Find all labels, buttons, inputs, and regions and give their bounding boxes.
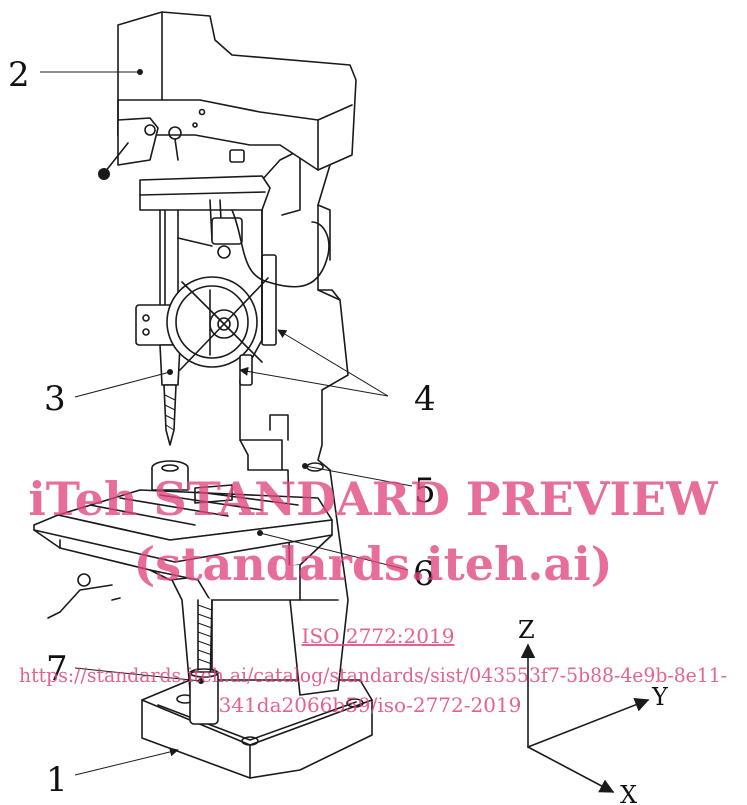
- watermark-url1: https://standards.iteh.ai/catalog/standa…: [19, 663, 727, 687]
- callout-7: 7: [46, 649, 68, 689]
- watermark-line1: iTeh STANDARD PREVIEW: [28, 472, 719, 526]
- axis-triad: Z Y X: [518, 616, 669, 805]
- axis-x-label: X: [620, 781, 637, 805]
- feed-handwheel: [166, 276, 269, 386]
- callout-2: 2: [8, 55, 30, 95]
- watermark: iTeh STANDARD PREVIEW (standards.iteh.ai…: [19, 472, 727, 717]
- watermark-url2: 341da2066b59/iso-2772-2019: [219, 693, 522, 717]
- watermark-iso: ISO 2772:2019: [302, 624, 455, 648]
- callout-5: 5: [414, 471, 436, 511]
- elevating-screw: [189, 599, 219, 725]
- column-part: [239, 149, 349, 696]
- callout-4: 4: [414, 379, 436, 419]
- watermark-line2: (standards.iteh.ai): [134, 537, 613, 591]
- callout-3: 3: [44, 379, 66, 419]
- axis-z-label: Z: [518, 616, 535, 644]
- power-cable: [231, 209, 330, 288]
- spindle-assembly: [135, 175, 271, 446]
- head-part: [98, 11, 357, 180]
- callout-labels: 2 3 4 5 6 7 1: [8, 55, 436, 800]
- worktable-part: [33, 460, 333, 691]
- callout-6: 6: [413, 554, 435, 594]
- callout-leaders: [40, 69, 413, 776]
- callout-1: 1: [46, 760, 68, 800]
- axis-y-label: Y: [651, 683, 669, 711]
